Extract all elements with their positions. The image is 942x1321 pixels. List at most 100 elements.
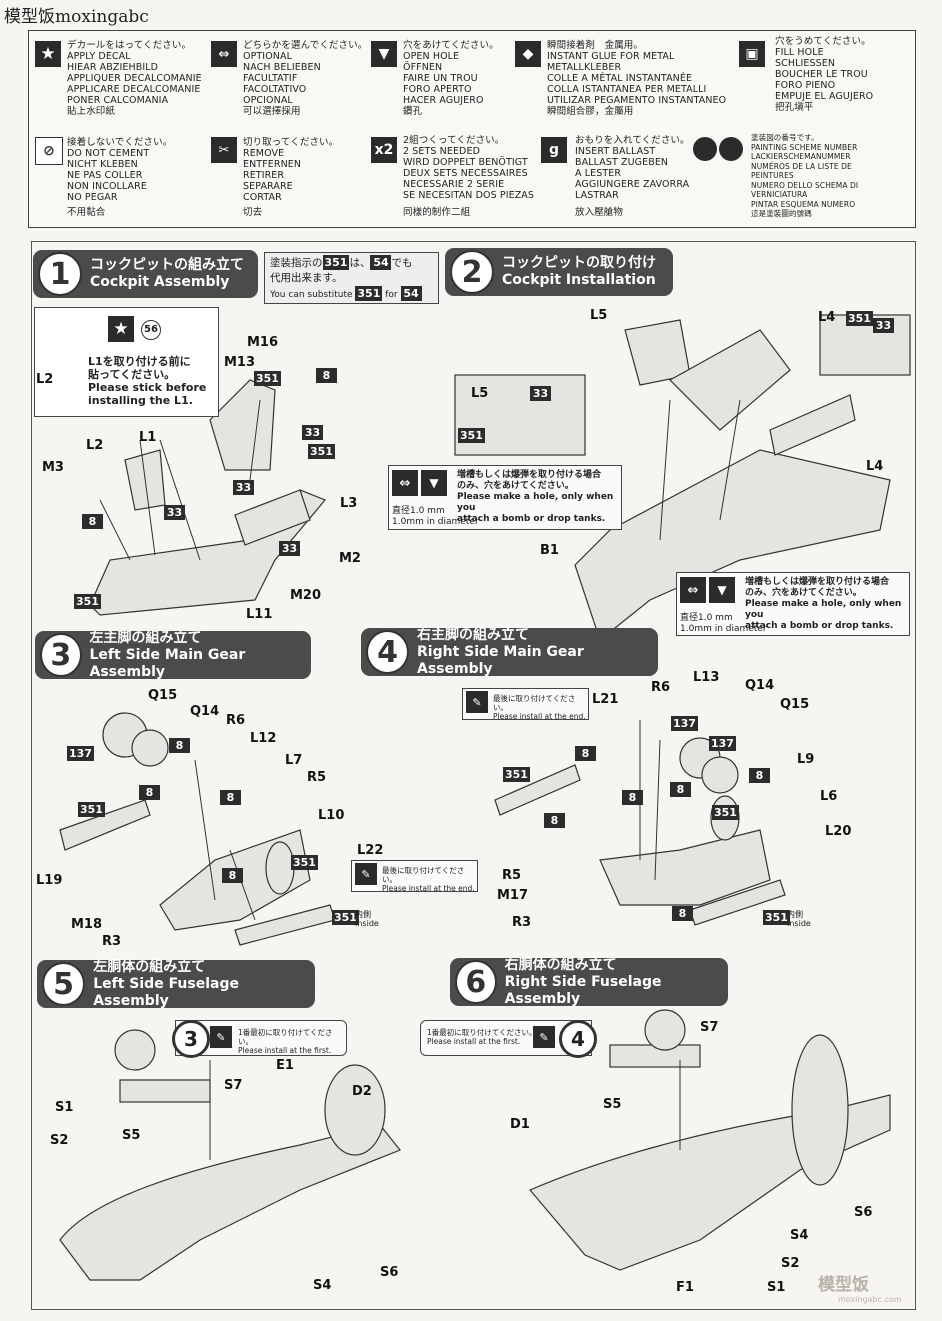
right-gear-drawing (599, 829, 771, 906)
footer-watermark-url: moxingabc.com (838, 1295, 902, 1304)
part-label: M18 (71, 917, 103, 932)
color-code: 8 (544, 813, 565, 828)
part-label: L4 (818, 310, 836, 325)
step-title-en: Cockpit Installation (502, 272, 656, 288)
weight-icon: g (541, 137, 567, 163)
part-label: L6 (820, 789, 838, 804)
color-code: 351 (254, 371, 281, 386)
step-number: 5 (42, 962, 86, 1006)
color-code: 8 (672, 906, 693, 921)
color-code: 8 (622, 790, 643, 805)
step-number: 3 (40, 633, 82, 677)
color-code: 137 (671, 716, 698, 731)
part-label: L4 (866, 459, 884, 474)
part-label: M2 (339, 551, 361, 566)
left-fuselage-drawing (59, 1124, 401, 1281)
part-label: L2 (86, 438, 104, 453)
install-first-note: 3 ✎ 1番最初に取り付けてください。Please install at the… (172, 1020, 347, 1058)
part-label: L7 (285, 753, 303, 768)
step-reference: 4 (559, 1020, 597, 1058)
part-label: F1 (676, 1280, 694, 1295)
step-title-jp: 左主脚の組み立て (89, 629, 202, 646)
drill-icon: ▼ (371, 41, 397, 67)
part-label: M3 (42, 460, 64, 475)
step-title-en: Right Side Fuselage Assembly (504, 973, 662, 1007)
part-label: L12 (250, 731, 277, 746)
scheme-number-icon (693, 137, 745, 163)
step-title-en: Left Side Main Gear Assembly (89, 646, 246, 680)
part-label: L19 (36, 873, 63, 888)
color-code: 351 (78, 802, 105, 817)
part-label: Q14 (745, 678, 775, 693)
color-code: 351 (846, 311, 873, 326)
color-code: 8 (749, 768, 770, 783)
color-code: 8 (670, 782, 691, 797)
drill-icon: ▼ (709, 577, 735, 603)
color-code: 8 (316, 368, 337, 383)
part-label: D1 (510, 1117, 530, 1132)
part-label: S5 (603, 1097, 622, 1112)
double-arrow-icon: ⇔ (680, 577, 706, 603)
install-first-note: 1番最初に取り付けてください。Please install at the fir… (420, 1020, 597, 1058)
cockpit-floor-drawing (89, 489, 326, 616)
star-decal-icon: ★ (108, 316, 134, 342)
decal-number: 56 (141, 320, 161, 340)
part-label: L5 (471, 386, 489, 401)
part-label: M13 (224, 355, 256, 370)
part-label: Q15 (148, 688, 178, 703)
color-code: 351 (458, 428, 485, 443)
color-code: 8 (139, 785, 160, 800)
double-arrow-icon: ⇔ (211, 41, 237, 67)
step-number: 2 (450, 250, 494, 294)
color-code: 8 (575, 746, 596, 761)
part-label: L3 (340, 496, 358, 511)
step-number: 4 (366, 630, 409, 674)
part-label: L10 (318, 808, 345, 823)
color-code: 33 (873, 318, 894, 333)
step-title-jp: 左胴体の組み立て (93, 958, 206, 975)
double-arrow-icon: ⇔ (392, 470, 418, 496)
brush-icon: ✎ (355, 863, 377, 885)
part-label: L2 (36, 372, 54, 387)
part-label: D2 (352, 1084, 372, 1099)
part-label: S2 (781, 1256, 800, 1271)
footer-watermark: 模型饭 (818, 1275, 869, 1295)
star-decal-icon: ★ (35, 41, 61, 67)
brush-icon: ✎ (466, 691, 488, 713)
color-code: 351 (74, 594, 101, 609)
part-label: R6 (651, 680, 671, 695)
part-label: R5 (502, 868, 522, 883)
step-number: 6 (455, 960, 497, 1004)
fill-hole-icon: ▣ (739, 41, 765, 67)
step-number: 1 (38, 252, 82, 296)
part-label: L13 (693, 670, 720, 685)
color-code: 33 (279, 541, 300, 556)
part-label: S7 (224, 1078, 243, 1093)
drill-icon: ▼ (421, 470, 447, 496)
color-code: 137 (709, 736, 736, 751)
cockpit-fuselage-drawing (574, 449, 891, 642)
color-code: 8 (82, 514, 103, 529)
part-label: S7 (700, 1020, 719, 1035)
hole-note-box: ⇔ ▼ 増槽もしくは爆弾を取り付ける場合のみ、穴をあけてください。Please … (388, 465, 622, 530)
step-title-en: Cockpit Assembly (90, 274, 230, 290)
brush-icon: ✎ (210, 1026, 232, 1048)
color-code: 33 (164, 505, 185, 520)
part-label: B1 (540, 543, 559, 558)
watermark-text: 模型饭moxingabc (4, 7, 149, 27)
part-label: L22 (357, 843, 384, 858)
color-code: 8 (169, 738, 190, 753)
cut-icon: ✂ (211, 137, 237, 163)
